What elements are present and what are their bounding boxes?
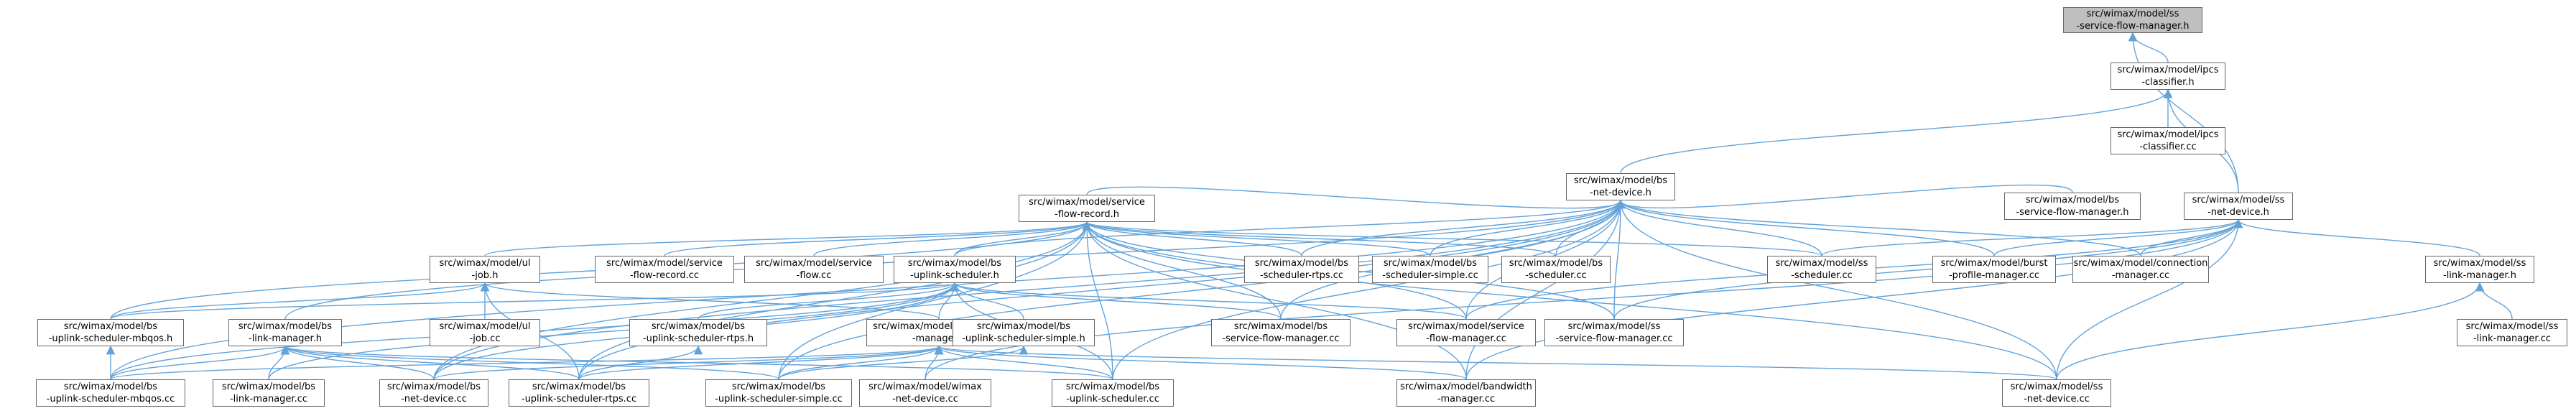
node-bs-uplink-scheduler-mbqos-cc[interactable]: src/wimax/model/bs-uplink-scheduler-mbqo… — [36, 379, 185, 407]
edge-bs-uss-cc-to-sfr-h — [778, 221, 1092, 380]
edge-sfr-h-to-bs-netdev-h — [1086, 186, 1626, 209]
node-ss-scheduler-cc[interactable]: src/wimax/model/ss-scheduler.cc — [1767, 256, 1876, 283]
edge-bs-uss-cc-to-bs-uss-h — [778, 345, 1029, 380]
node-ss-link-manager-cc[interactable]: src/wimax/model/ss-link-manager.cc — [2457, 319, 2567, 346]
edge-bs-netdev-cc-to-sfr-h — [433, 221, 1092, 380]
edge-burst-cc-to-ss-netdev-h — [1993, 218, 2243, 256]
node-bs-service-flow-manager-h[interactable]: src/wimax/model/bs-service-flow-manager.… — [2004, 193, 2141, 220]
edge-bs-us-cc-to-sfr-h — [1082, 221, 1113, 380]
edge-bs-sched-rtps-cc-to-sfr-h — [1082, 221, 1302, 256]
node-bs-link-manager-h[interactable]: src/wimax/model/bs-link-manager.h — [228, 319, 342, 346]
edge-sfr-cc-to-sfr-h — [664, 221, 1092, 256]
edge-ss-sched-cc-to-sfr-h — [1083, 221, 1822, 256]
node-bs-uplink-scheduler-cc[interactable]: src/wimax/model/bs-uplink-scheduler.cc — [1052, 379, 1174, 407]
edge-bs-sched-simple-cc-to-bs-netdev-h — [1430, 199, 1626, 256]
node-service-flow-record-h[interactable]: src/wimax/model/service-flow-record.h — [1019, 195, 1155, 222]
edge-bs-sfm-cc-to-sfr-h — [1082, 221, 1282, 320]
edge-bs-sfm-cc-to-bs-us-h — [950, 282, 1282, 320]
edge-ss-lm-h-to-ss-netdev-h — [2233, 218, 2480, 256]
node-bs-uplink-scheduler-simple-cc[interactable]: src/wimax/model/bs-uplink-scheduler-simp… — [705, 379, 852, 407]
edge-bs-netdev-h-to-ipcs-h — [1620, 88, 2173, 174]
node-ss-service-flow-manager-h: src/wimax/model/ss-service-flow-manager.… — [2063, 7, 2202, 33]
edge-bs-netdev-cc-to-bs-lm-h — [280, 345, 435, 380]
edge-bs-us-cc-to-bw-h — [934, 345, 1113, 380]
node-bs-scheduler-rtps-cc[interactable]: src/wimax/model/bs-scheduler-rtps.cc — [1244, 256, 1359, 283]
node-bs-uplink-scheduler-mbqos-h[interactable]: src/wimax/model/bs-uplink-scheduler-mbqo… — [37, 319, 184, 346]
node-bs-uplink-scheduler-rtps-h[interactable]: src/wimax/model/bs-uplink-scheduler-rtps… — [629, 319, 767, 346]
edge-bs-sched-rtps-cc-to-bs-netdev-h — [1301, 199, 1626, 256]
edge-ss-netdev-cc-to-ss-lm-h — [2056, 282, 2485, 380]
edge-bs-sched-simple-cc-to-sfr-h — [1082, 221, 1431, 256]
node-bs-scheduler-simple-cc[interactable]: src/wimax/model/bs-scheduler-simple.cc — [1372, 256, 1488, 283]
edge-ss-sched-cc-to-bs-netdev-h — [1616, 199, 1822, 256]
node-bs-net-device-h[interactable]: src/wimax/model/bs-net-device.h — [1566, 173, 1675, 200]
node-ss-link-manager-h[interactable]: src/wimax/model/ss-link-manager.h — [2425, 256, 2534, 283]
edge-bs-usm-h-to-ul-job-h — [110, 282, 490, 320]
node-bandwidth-manager-cc[interactable]: src/wimax/model/bandwidth-manager.cc — [1396, 379, 1536, 407]
node-connection-manager-cc[interactable]: src/wimax/model/connection-manager.cc — [2072, 256, 2209, 283]
edge-bs-sched-cc-to-sfr-h — [1083, 221, 1557, 256]
edge-bs-usm-cc-to-bs-lm-h — [110, 345, 290, 380]
edge-bw-cc-to-sfr-h — [1082, 221, 1467, 380]
node-service-flow-record-cc[interactable]: src/wimax/model/service-flow-record.cc — [595, 256, 734, 283]
edge-ss-sfm-cc-to-ss-netdev-h — [1613, 218, 2243, 320]
edge-sf-cc-to-sfr-h — [813, 221, 1092, 256]
node-bs-link-manager-cc[interactable]: src/wimax/model/bs-link-manager.cc — [213, 379, 325, 407]
node-service-flow-cc[interactable]: src/wimax/model/service-flow.cc — [744, 256, 884, 283]
edge-bs-sfm-h-to-bs-netdev-h — [1616, 184, 2073, 209]
edge-sfm-cc-to-bs-us-h — [950, 282, 1467, 320]
edge-bw-cc-to-bs-netdev-h — [1465, 199, 1626, 380]
edge-ss-lm-cc-to-ss-lm-h — [2475, 282, 2513, 320]
edge-ss-sched-cc-to-ss-netdev-h — [1821, 218, 2243, 256]
node-ss-net-device-h[interactable]: src/wimax/model/ss-net-device.h — [2184, 193, 2293, 220]
edge-bs-usm-cc-to-bw-h — [110, 345, 943, 380]
edge-bs-lm-cc-to-bs-us-h — [268, 282, 960, 380]
node-bs-net-device-cc[interactable]: src/wimax/model/bs-net-device.cc — [379, 379, 488, 407]
edge-ipcs-h-to-ss-sfm-h — [2128, 32, 2169, 63]
edge-bs-usr-cc-to-bs-lm-h — [280, 345, 580, 380]
node-wimax-net-device-cc[interactable]: src/wimax/model/wimax-net-device.cc — [859, 379, 991, 407]
edge-bw-h-to-ul-job-h — [480, 282, 940, 320]
edge-bs-us-cc-to-bs-netdev-h — [1112, 199, 1626, 380]
edge-bs-us-h-to-sfr-h — [954, 221, 1092, 256]
node-ul-job-h[interactable]: src/wimax/model/ul-job.h — [430, 256, 540, 283]
edge-conn-cc-to-bs-netdev-h — [1616, 199, 2141, 256]
edge-ul-job-h-to-sfr-h — [484, 221, 1091, 256]
node-bs-uplink-scheduler-simple-h[interactable]: src/wimax/model/bs-uplink-scheduler-simp… — [953, 319, 1095, 346]
edge-bs-usr-cc-to-bs-usr-h — [578, 345, 703, 380]
edge-ss-sfm-cc-to-bs-netdev-h — [1613, 199, 1626, 320]
node-ss-net-device-cc[interactable]: src/wimax/model/ss-net-device.cc — [2002, 379, 2111, 407]
edge-ss-netdev-cc-to-bs-netdev-h — [1616, 199, 2057, 380]
edge-bw-cc-to-bw-h — [935, 345, 1467, 380]
edge-bw-cc-to-ss-netdev-h — [1465, 218, 2243, 380]
edge-bs-usm-cc-to-bs-netdev-h — [110, 199, 1626, 380]
node-bs-uplink-scheduler-h[interactable]: src/wimax/model/bs-uplink-scheduler.h — [894, 256, 1016, 283]
node-ul-job-cc[interactable]: src/wimax/model/ul-job.cc — [430, 319, 540, 346]
node-burst-profile-manager-cc[interactable]: src/wimax/model/burst-profile-manager.cc — [1932, 256, 2056, 283]
node-ipcs-classifier-h[interactable]: src/wimax/model/ipcs-classifier.h — [2111, 63, 2225, 90]
node-service-flow-manager-cc[interactable]: src/wimax/model/service-flow-manager.cc — [1396, 319, 1536, 346]
edge-ss-netdev-cc-to-ss-netdev-h — [2056, 218, 2243, 380]
edge-bs-netdev-cc-to-bw-h — [433, 345, 943, 380]
edge-ss-netdev-h-to-ss-sfm-h — [2128, 32, 2239, 193]
edge-ss-netdev-cc-to-sfr-h — [1082, 221, 2057, 380]
edge-bs-usr-cc-to-bw-h — [578, 345, 944, 380]
edge-bs-usm-h-to-bs-us-h — [110, 282, 959, 320]
edge-wimax-netdev-cc-to-ss-netdev-h — [925, 218, 2243, 380]
node-bs-service-flow-manager-cc[interactable]: src/wimax/model/bs-service-flow-manager.… — [1211, 319, 1350, 346]
edge-bs-uss-cc-to-bw-h — [778, 345, 944, 380]
node-bs-scheduler-cc[interactable]: src/wimax/model/bs-scheduler.cc — [1501, 256, 1611, 283]
edge-bs-uss-cc-to-bs-netdev-h — [778, 199, 1626, 380]
node-ss-service-flow-manager-cc[interactable]: src/wimax/model/ss-service-flow-manager.… — [1544, 319, 1684, 346]
edge-burst-cc-to-bs-netdev-h — [1616, 199, 1995, 256]
node-ipcs-classifier-cc[interactable]: src/wimax/model/ipcs-classifier.cc — [2111, 127, 2225, 154]
edge-bs-usr-h-to-bs-us-h — [698, 282, 960, 320]
node-bs-uplink-scheduler-rtps-cc[interactable]: src/wimax/model/bs-uplink-scheduler-rtps… — [509, 379, 649, 407]
